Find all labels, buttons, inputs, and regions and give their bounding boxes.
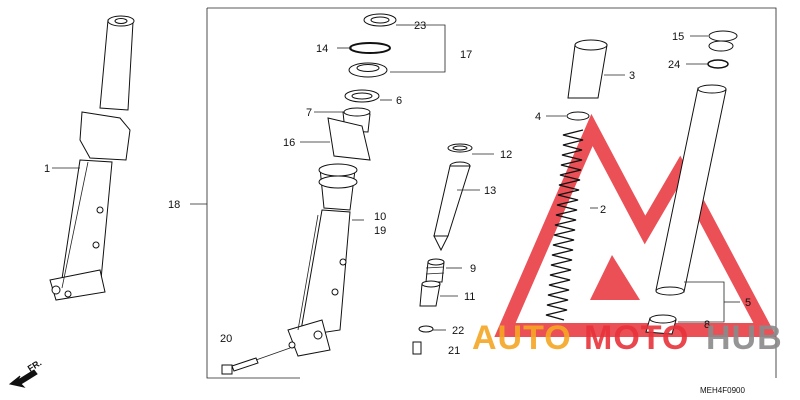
callout-18: 18 — [168, 199, 180, 211]
inner-tube-parts — [645, 30, 738, 335]
callout-15: 15 — [672, 31, 684, 43]
callout-11: 11 — [464, 291, 475, 303]
spring-parts — [545, 39, 608, 321]
callout-19: 19 — [374, 225, 386, 237]
callout-17: 17 — [460, 49, 472, 61]
watermark-logo — [494, 113, 777, 337]
leader-lines — [52, 24, 740, 331]
watermark-word-auto: AUTO — [472, 319, 572, 357]
seal-stack-parts — [287, 13, 397, 357]
callout-24: 24 — [668, 59, 680, 71]
callout-6: 6 — [396, 95, 402, 107]
callout-22: 22 — [452, 325, 464, 337]
callout-9: 9 — [470, 263, 476, 275]
callout-16: 16 — [283, 137, 295, 149]
callout-20: 20 — [220, 333, 232, 345]
callout-7: 7 — [306, 107, 312, 119]
callout-5: 5 — [745, 297, 751, 309]
callout-21: 21 — [448, 345, 460, 357]
watermark-word-moto: MOTO — [584, 319, 689, 357]
assembled-fork-part — [49, 15, 135, 301]
callout-4: 4 — [535, 111, 541, 123]
callout-8: 8 — [704, 319, 710, 331]
callout-10: 10 — [374, 211, 386, 223]
diagram-frame — [190, 7, 777, 379]
direction-label: FR. — [26, 358, 44, 374]
callout-13: 13 — [484, 185, 496, 197]
damper-parts — [412, 143, 473, 355]
callout-1: 1 — [44, 163, 50, 175]
callout-23: 23 — [414, 20, 426, 32]
front-direction-arrow: FR. — [8, 358, 44, 388]
callout-3: 3 — [629, 70, 635, 82]
callout-labels: 1 2 3 4 5 6 7 8 9 10 11 12 13 14 15 16 1… — [44, 20, 751, 357]
watermark-word-hub: HUB — [706, 319, 783, 357]
callout-2: 2 — [600, 204, 606, 216]
callout-12: 12 — [500, 149, 512, 161]
bolt-part-20 — [221, 347, 291, 375]
callout-14: 14 — [316, 43, 328, 55]
watermark-text: AUTO MOTO HUB — [472, 319, 783, 357]
drawing-code: MEH4F0900 — [700, 386, 745, 395]
